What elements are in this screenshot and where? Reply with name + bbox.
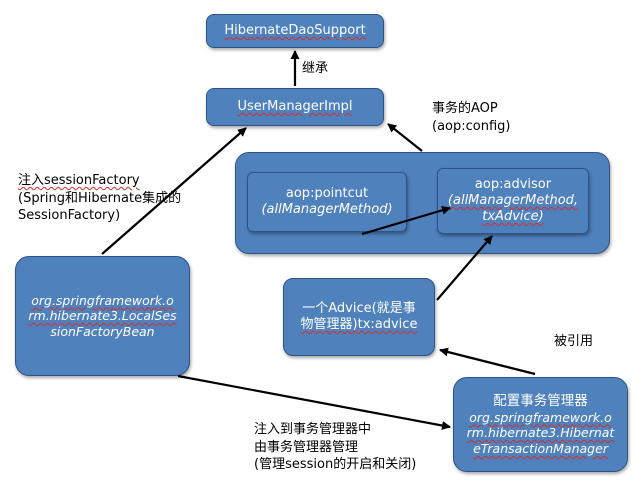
advisor-line1: aop:advisor: [474, 176, 552, 192]
inject-session-factory-line1: 注入sessionFactory: [18, 173, 140, 188]
inject-tx-manager-line3: (管理session的开启和关闭): [254, 457, 417, 473]
session-factory-to-user-manager-arrow: [101, 127, 247, 255]
advice-line2: 物管理器)tx:advice: [300, 317, 418, 332]
transaction-manager-line1: 配置事务管理器: [493, 392, 588, 409]
transaction-aop-line2: (aop:config): [432, 118, 511, 134]
hibernate-dao-support-node: HibernateDaoSupport: [206, 14, 384, 48]
inject-session-factory-line2: (Spring和Hibernate集成的: [18, 190, 182, 206]
transaction-manager-line2: org.springframework.o: [469, 409, 612, 425]
session-factory-bean-line1: org.springframework.o: [31, 292, 174, 308]
inject-tx-manager-line2: 由事务管理器管理: [254, 439, 359, 455]
hibernate-dao-support-text: HibernateDaoSupport: [224, 22, 366, 38]
advisor-line2: (allManagerMethod,: [447, 192, 579, 208]
pointcut-line2: (allManagerMethod): [261, 202, 393, 217]
aop-to-user-manager-arrow: [387, 123, 423, 152]
pointcut-line1: aop:pointcut: [285, 185, 369, 201]
pointcut-to-advisor-arrow: [361, 205, 451, 236]
session-factory-to-tx-manager-arrow: [177, 374, 451, 430]
advice-to-advisor-arrow: [436, 235, 493, 301]
inject-tx-manager-label: 注入到事务管理器中 由事务管理器管理 (管理session的开启和关闭): [254, 421, 416, 474]
inherit-label: 继承: [302, 60, 328, 78]
advisor-node: aop:advisor (allManagerMethod, txAdvice): [437, 168, 589, 234]
advice-line1: 一个Advice(就是事: [302, 300, 416, 316]
user-manager-impl-text: UserManagerImpl: [237, 98, 353, 114]
transaction-manager-line3: rm.hibernate3.Hibernat: [466, 425, 615, 441]
transaction-manager-line4: eTransactionManager: [473, 440, 608, 456]
transaction-manager-node: 配置事务管理器 org.springframework.o rm.hiberna…: [453, 377, 628, 472]
session-factory-bean-line2: rm.hibernate3.LocalSes: [28, 308, 177, 324]
tx-manager-to-advice-arrow: [439, 347, 536, 376]
session-factory-bean-node: org.springframework.o rm.hibernate3.Loca…: [15, 256, 190, 376]
session-factory-bean-line3: sionFactoryBean: [50, 323, 155, 339]
referenced-label-text: 被引用: [554, 334, 594, 349]
inject-session-factory-line3: SessionFactory): [18, 208, 121, 224]
referenced-label: 被引用: [554, 333, 593, 351]
transaction-aop-line1: 事务的AOP: [432, 101, 498, 116]
inherit-label-text: 继承: [302, 61, 329, 76]
inject-session-factory-label: 注入sessionFactory (Spring和Hibernate集成的 Se…: [18, 172, 181, 225]
user-manager-impl-node: UserManagerImpl: [206, 88, 384, 126]
pointcut-node: aop:pointcut (allManagerMethod): [247, 172, 407, 232]
transaction-aop-label: 事务的AOP (aop:config): [432, 100, 510, 135]
advice-node: 一个Advice(就是事 物管理器)tx:advice: [283, 278, 435, 356]
inject-tx-manager-line1: 注入到事务管理器中: [254, 422, 372, 437]
advisor-line3: txAdvice): [482, 209, 544, 225]
